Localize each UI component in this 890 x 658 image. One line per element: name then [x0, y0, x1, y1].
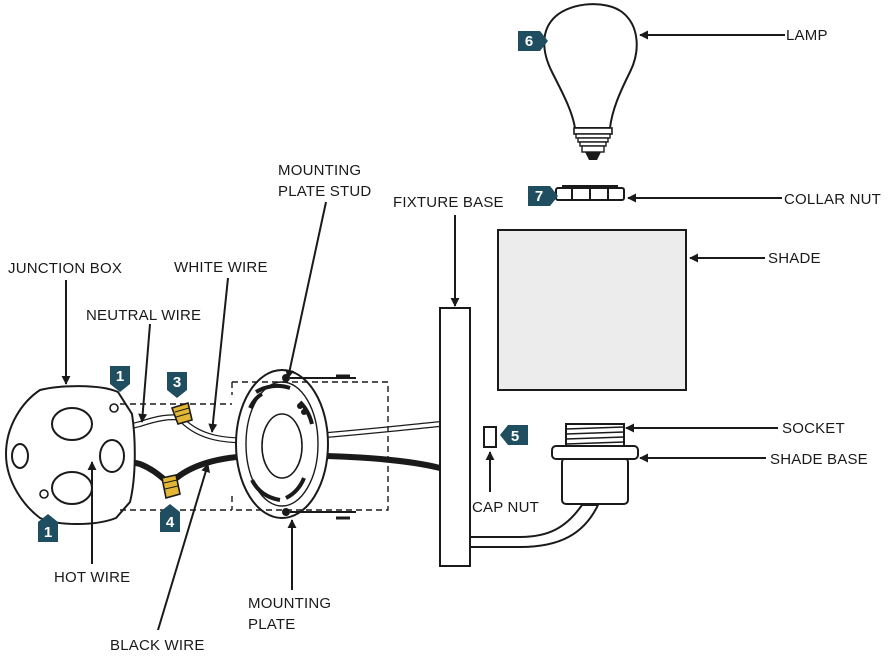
badge-4: 4 — [160, 504, 180, 532]
badge-3: 3 — [167, 372, 187, 398]
mounting-plate — [235, 369, 329, 519]
label-junction-box: JUNCTION BOX — [8, 260, 122, 277]
badge-5: 5 — [500, 425, 528, 445]
label-neutral-wire: NEUTRAL WIRE — [86, 307, 201, 324]
svg-text:1: 1 — [116, 368, 124, 385]
badge-7: 7 — [528, 186, 558, 206]
leader-black-wire — [157, 463, 210, 631]
badge-1-bottom: 1 — [38, 514, 58, 542]
leader-neutral-wire — [138, 323, 151, 423]
svg-text:6: 6 — [525, 33, 533, 50]
label-shade-base: SHADE BASE — [770, 451, 868, 468]
hot-wire-connector — [161, 474, 181, 500]
label-mounting-plate-line2: PLATE — [248, 616, 295, 633]
lamp-bulb — [543, 3, 638, 160]
badge-6: 6 — [518, 31, 548, 51]
label-mounting-plate-stud-line2: PLATE STUD — [278, 183, 371, 200]
label-hot-wire: HOT WIRE — [54, 569, 130, 586]
label-white-wire: WHITE WIRE — [174, 259, 268, 276]
svg-text:5: 5 — [511, 428, 519, 445]
leader-white-wire — [208, 277, 229, 433]
svg-text:7: 7 — [535, 188, 543, 205]
label-socket: SOCKET — [782, 420, 845, 437]
fixture-base — [439, 307, 471, 567]
svg-text:1: 1 — [44, 524, 52, 541]
label-fixture-base: FIXTURE BASE — [393, 194, 504, 211]
leader-mounting-plate-stud — [285, 201, 327, 379]
label-mounting-plate-stud-line1: MOUNTING — [278, 162, 361, 179]
junction-box — [4, 385, 136, 525]
svg-text:4: 4 — [166, 514, 175, 531]
leader-arrows — [61, 30, 785, 631]
shade — [497, 229, 687, 391]
label-shade: SHADE — [768, 250, 821, 267]
label-mounting-plate-line1: MOUNTING — [248, 595, 331, 612]
neutral-wire-connector — [170, 401, 193, 425]
mounting-screws — [120, 374, 389, 520]
cap-nut — [483, 426, 497, 448]
badge-1-top: 1 — [110, 366, 130, 392]
label-black-wire: BLACK WIRE — [110, 637, 205, 654]
svg-text:3: 3 — [173, 374, 181, 391]
label-collar-nut: COLLAR NUT — [784, 191, 881, 208]
socket-assembly — [469, 423, 639, 548]
label-lamp: LAMP — [786, 27, 828, 44]
label-cap-nut: CAP NUT — [472, 499, 539, 516]
collar-nut — [555, 185, 625, 201]
